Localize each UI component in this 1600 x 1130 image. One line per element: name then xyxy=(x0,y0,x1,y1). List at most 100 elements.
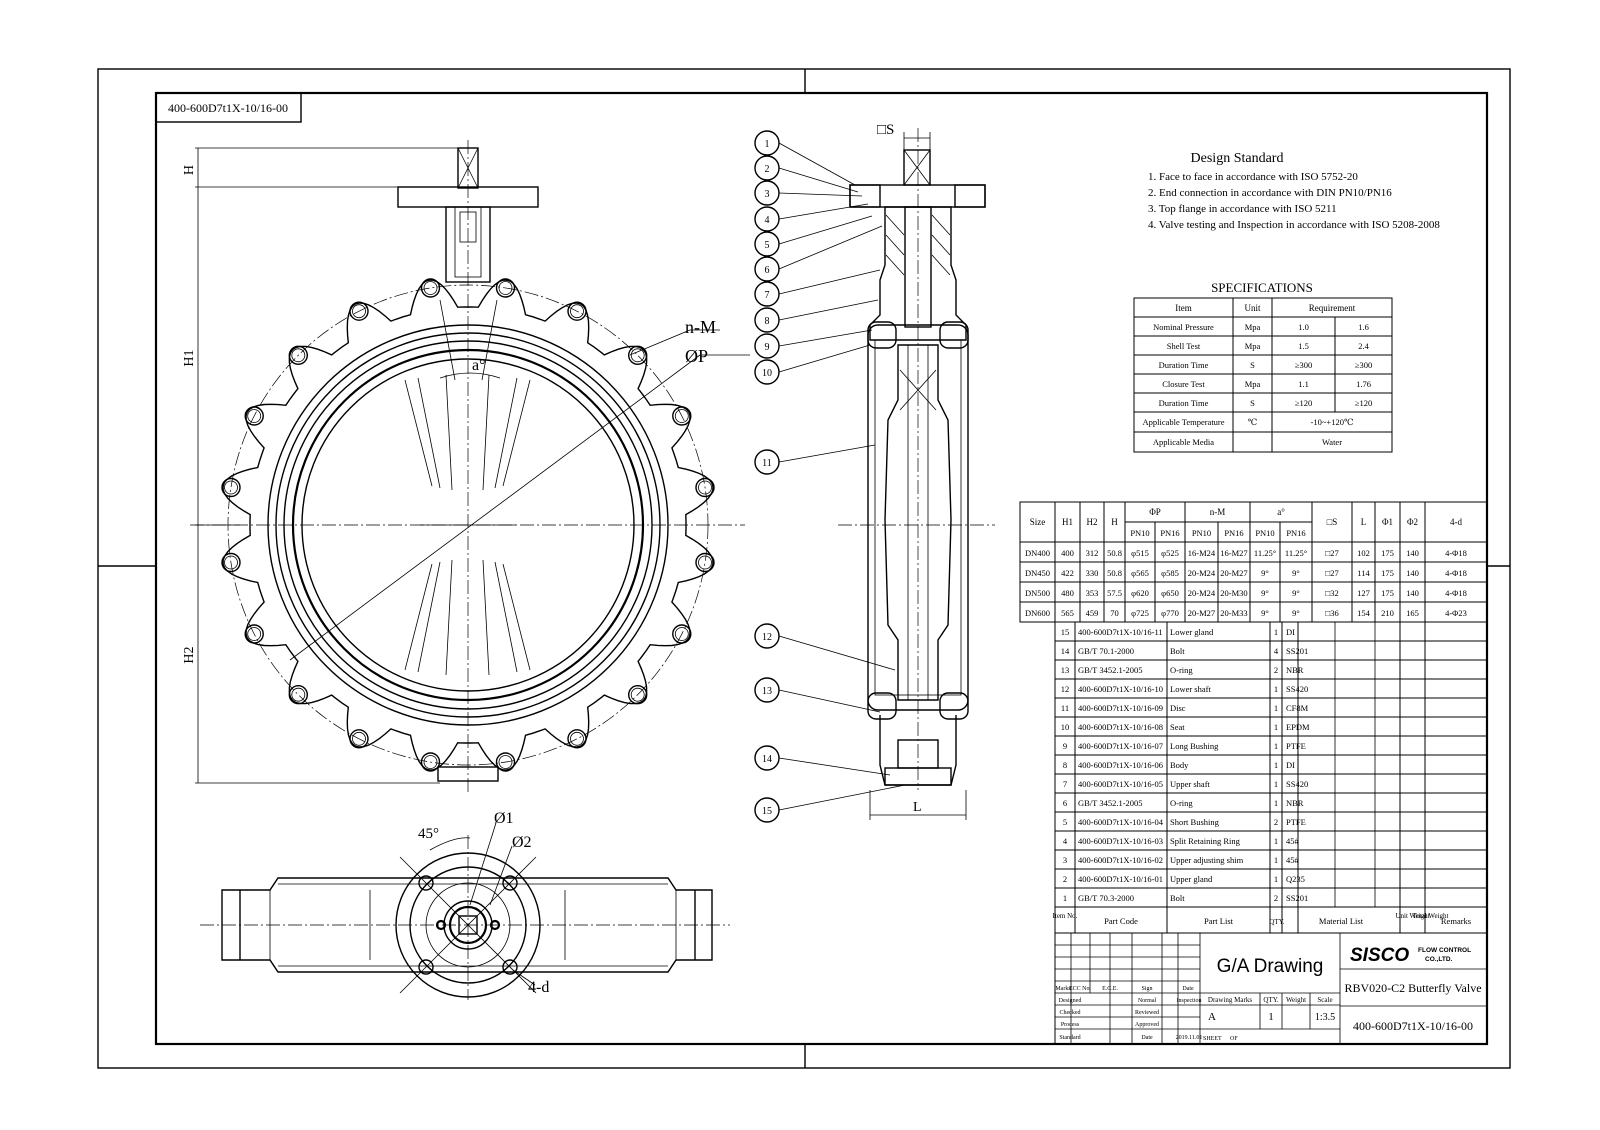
dim-cell: 70 xyxy=(1110,608,1119,618)
dim-cell: 422 xyxy=(1061,568,1074,578)
bolt-hole-inner xyxy=(423,281,438,295)
spec-cell: ≥300 xyxy=(1355,360,1372,370)
dim-cell: 127 xyxy=(1357,588,1370,598)
dim-cell: 20-M33 xyxy=(1220,608,1247,618)
bolt-hole xyxy=(420,278,441,298)
part-material: SS201 xyxy=(1286,646,1308,656)
balloon-number: 15 xyxy=(762,806,772,817)
bolt-hole-inner xyxy=(247,409,262,423)
part-item-no: 15 xyxy=(1061,627,1070,637)
inspection-label: Inspection xyxy=(1177,998,1202,1004)
dim-cell: 175 xyxy=(1381,588,1394,598)
dim-cell: φ650 xyxy=(1161,588,1179,598)
dim-cell: 9° xyxy=(1292,608,1300,618)
rev-label-marks: Marks xyxy=(1055,986,1071,992)
part-material: CF8M xyxy=(1286,703,1309,713)
balloon-number: 1 xyxy=(765,139,770,150)
part-qty: 1 xyxy=(1274,684,1278,694)
bolt-hole-inner xyxy=(291,687,306,702)
bolt-hole-inner xyxy=(630,348,645,363)
bolt-hole-inner xyxy=(247,627,262,641)
part-item-no: 14 xyxy=(1061,646,1070,656)
part-item-no: 2 xyxy=(1063,874,1067,884)
design-standard-item-2: 2. End connection in accordance with DIN… xyxy=(1148,187,1392,199)
balloon xyxy=(754,307,780,333)
dim-subheader: PN10 xyxy=(1255,528,1274,538)
spec-cell: 1.1 xyxy=(1298,379,1309,389)
part-material: EPDM xyxy=(1286,722,1310,732)
dim-cell: 20-M24 xyxy=(1188,568,1216,578)
balloon xyxy=(754,155,780,181)
part-name: Split Retaining Ring xyxy=(1170,836,1241,846)
balloon xyxy=(754,256,780,282)
company-sub-2: CO.,LTD. xyxy=(1425,956,1453,963)
balloon-number: 12 xyxy=(762,632,772,643)
dim-cell: 20-M24 xyxy=(1188,588,1216,598)
drawing-code-top: 400-600D7t1X-10/16-00 xyxy=(168,101,288,115)
part-name: Bolt xyxy=(1170,646,1185,656)
marks-label: Drawing Marks xyxy=(1208,996,1252,1004)
bolt-hole xyxy=(288,345,308,365)
dim-cell: 57.5 xyxy=(1107,588,1122,598)
drawing-code-bottom: 400-600D7t1X-10/16-00 xyxy=(1353,1019,1473,1033)
dim-subheader: PN10 xyxy=(1192,528,1211,538)
sign-approved: Approved xyxy=(1135,1022,1159,1028)
dim-header: Φ2 xyxy=(1407,517,1418,527)
dim-cell: 154 xyxy=(1357,608,1371,618)
design-standard-item-3: 3. Top flange in accordance with ISO 521… xyxy=(1148,203,1337,215)
dim-subheader: PN10 xyxy=(1130,528,1149,538)
label-l: L xyxy=(913,800,922,815)
bolt-hole xyxy=(495,278,516,298)
part-code: 400-600D7t1X-10/16-03 xyxy=(1078,836,1163,846)
dim-header: □S xyxy=(1327,517,1337,527)
dim-cell: DN600 xyxy=(1025,608,1050,618)
dim-cell: 312 xyxy=(1086,548,1099,558)
bolt-hole xyxy=(244,406,264,426)
bolt-hole xyxy=(567,729,587,749)
spec-cell: Duration Time xyxy=(1159,398,1209,408)
dim-cell: 11.25° xyxy=(1254,548,1276,558)
part-name: Upper shaft xyxy=(1170,779,1211,789)
spec-cell: Mpa xyxy=(1245,322,1261,332)
title-block: Marks ECC No. E.C.E. Sign Date Designed … xyxy=(1054,932,1488,1045)
dim-cell: 9° xyxy=(1261,608,1269,618)
part-code: GB/T 70.3-2000 xyxy=(1078,893,1134,903)
drawing-title: G/A Drawing xyxy=(1217,956,1324,977)
balloon xyxy=(754,745,780,771)
qty-label: QTY. xyxy=(1263,996,1278,1004)
balloon xyxy=(754,281,780,307)
parts-header: Item No. xyxy=(1053,912,1078,920)
part-item-no: 9 xyxy=(1063,741,1067,751)
specifications-title: SPECIFICATIONS xyxy=(1211,280,1313,295)
role-checked: Checked xyxy=(1060,1010,1081,1016)
parts-header: Material List xyxy=(1319,916,1364,926)
bolt-hole-inner xyxy=(224,555,238,570)
balloon-number: 5 xyxy=(765,240,770,251)
role-process: Process xyxy=(1061,1022,1080,1028)
bolt-hole xyxy=(695,552,715,573)
dim-cell: φ620 xyxy=(1131,588,1149,598)
dim-cell: DN400 xyxy=(1025,548,1050,558)
dim-header: 4-d xyxy=(1450,517,1462,527)
part-code: GB/T 70.1-2000 xyxy=(1078,646,1134,656)
part-name: Long Bushing xyxy=(1170,741,1219,751)
spec-header: Item xyxy=(1175,303,1192,313)
part-name: Body xyxy=(1170,760,1189,770)
part-material: SS420 xyxy=(1286,779,1308,789)
spec-cell: Closure Test xyxy=(1162,379,1205,389)
dim-subheader: PN16 xyxy=(1160,528,1179,538)
balloon xyxy=(754,231,780,257)
part-qty: 1 xyxy=(1274,703,1278,713)
spec-cell: ≥120 xyxy=(1355,398,1372,408)
dim-cell: 210 xyxy=(1381,608,1394,618)
bolt-hole-inner xyxy=(498,755,513,769)
spec-cell: 1.76 xyxy=(1356,379,1371,389)
bolt-hole xyxy=(628,345,648,365)
dim-cell: □32 xyxy=(1325,588,1339,598)
part-material: DI xyxy=(1286,760,1295,770)
dim-cell: 16-M27 xyxy=(1220,548,1247,558)
label-h: H xyxy=(182,165,197,175)
front-view: ØP n-M a° H H1 H2 xyxy=(182,140,750,795)
